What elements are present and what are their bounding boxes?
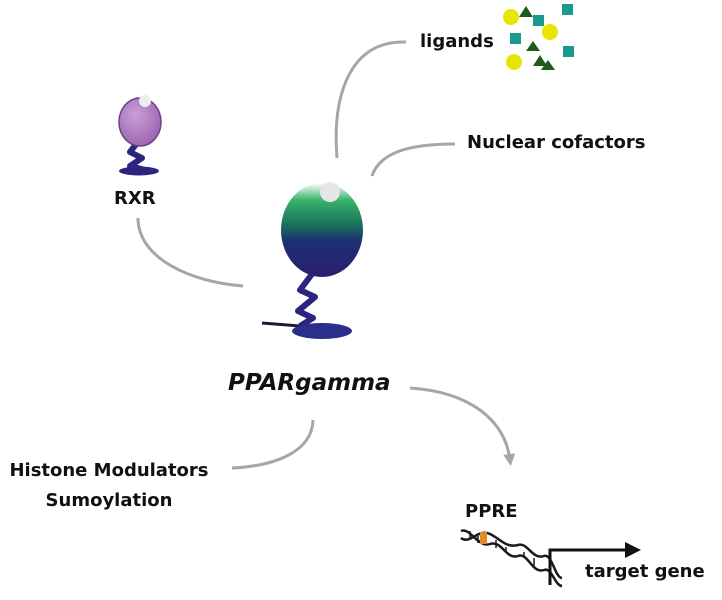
ppargamma-label: PPARgamma bbox=[228, 370, 391, 396]
ligand-triangle bbox=[526, 41, 540, 51]
histone-modulators-label: Histone Modulators bbox=[9, 460, 209, 481]
ligands-connector bbox=[334, 40, 407, 159]
ligand-triangle bbox=[541, 60, 555, 70]
ppar-tail bbox=[261, 321, 301, 328]
ligand-square bbox=[533, 15, 544, 26]
transcription-arrowhead bbox=[625, 542, 641, 558]
ppar-ligand-pocket bbox=[320, 182, 340, 202]
rxr-receptor bbox=[118, 95, 162, 176]
ppargamma-receptor bbox=[261, 182, 363, 339]
ppar-body bbox=[281, 183, 363, 277]
ppre-arrow bbox=[409, 386, 516, 466]
ligand-circle bbox=[542, 24, 558, 40]
rxr-connector bbox=[136, 217, 244, 288]
target-gene-label: target gene bbox=[585, 561, 705, 582]
histone-connector bbox=[231, 419, 315, 470]
ligand-square bbox=[562, 4, 573, 15]
rxr-ligand-pocket bbox=[139, 95, 151, 107]
nuclear-cofactors-label: Nuclear cofactors bbox=[467, 132, 646, 153]
ppre-element bbox=[480, 532, 487, 544]
ligand-cluster bbox=[503, 4, 574, 70]
rxr-label: RXR bbox=[114, 188, 156, 209]
rxr-stalk bbox=[127, 141, 146, 173]
ligand-triangle bbox=[519, 6, 533, 17]
ppar-stalk bbox=[295, 268, 318, 329]
ligand-square bbox=[510, 33, 521, 44]
ligand-triangle bbox=[533, 55, 547, 66]
ligand-circle bbox=[506, 54, 522, 70]
cofactors-connector bbox=[370, 142, 456, 177]
ligand-circle bbox=[503, 9, 519, 25]
ligand-square bbox=[563, 46, 574, 57]
ppar-foot bbox=[292, 323, 352, 339]
rxr-body bbox=[118, 97, 162, 147]
dna-strand-a bbox=[460, 529, 563, 588]
ligands-label: ligands bbox=[420, 31, 494, 52]
transcription-start-arrow bbox=[548, 548, 625, 585]
dna-helix bbox=[460, 529, 641, 588]
sumoylation-label: Sumoylation bbox=[45, 490, 173, 511]
dna-rungs bbox=[469, 531, 551, 575]
ppre-label: PPRE bbox=[465, 501, 518, 522]
rxr-foot bbox=[119, 166, 159, 176]
